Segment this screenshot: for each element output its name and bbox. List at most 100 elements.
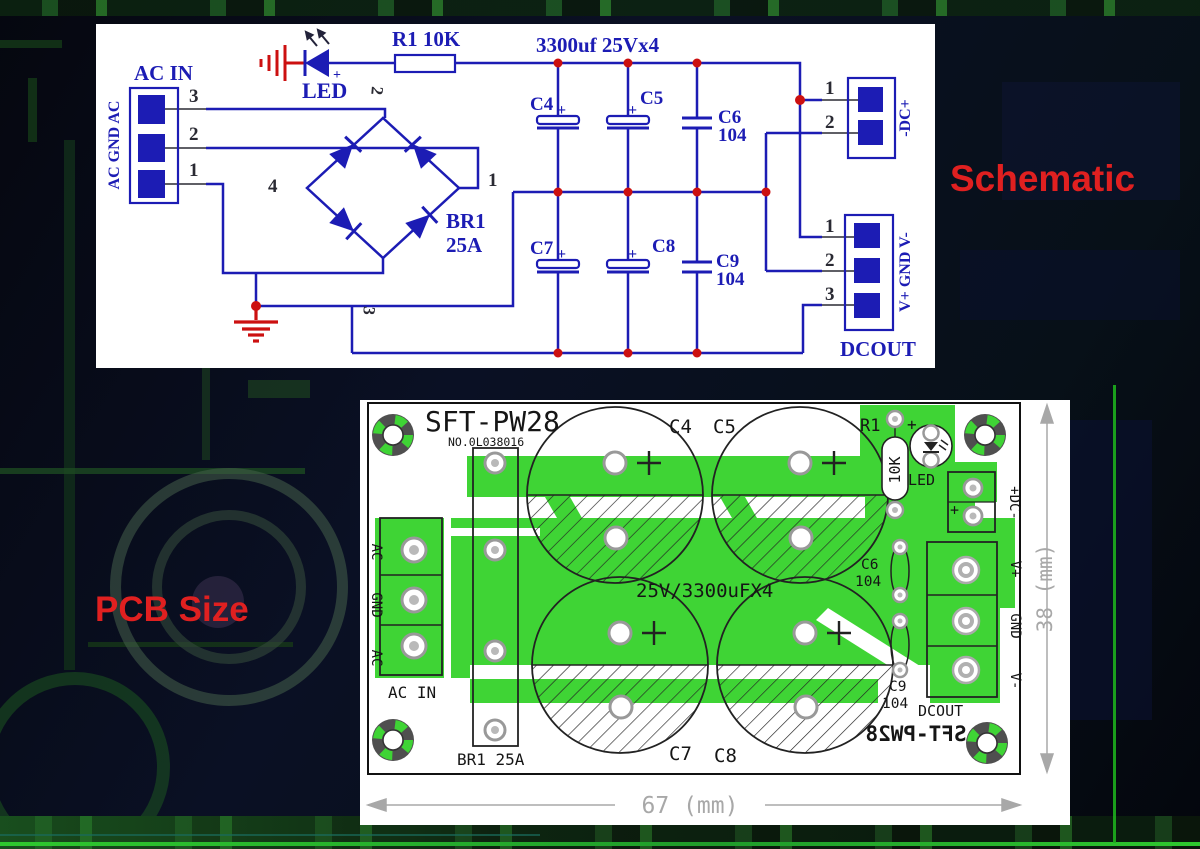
pcb-c6-value: 104 [855, 574, 881, 590]
bridge-pin1: 1 [488, 170, 498, 191]
pcb-c5-label: C5 [713, 416, 736, 438]
pcb-serial: NO.0L038016 [448, 435, 524, 449]
junction-dots [251, 58, 805, 358]
pcb-led [909, 424, 953, 469]
dim-height-label: 38 (mm) [1033, 544, 1057, 633]
ceramic-caps [890, 538, 910, 679]
ac-in-connector [128, 86, 180, 205]
schematic-drawing: AC IN AC GND AC 3 2 1 LED + R1 10K 3300u… [106, 27, 916, 361]
pcb-resistor [881, 409, 909, 520]
ac-pin3: 3 [189, 86, 199, 107]
ac-side-label: AC GND AC [106, 101, 123, 190]
led-triangle [305, 49, 329, 77]
bridge-diodes [329, 135, 439, 241]
cap-c6-label: C6 [718, 107, 741, 128]
dimension-lines [365, 402, 1055, 813]
dcout-connector [843, 213, 895, 332]
pcb-gnd-label: GND [368, 592, 384, 617]
pcb-dc-plus: + [950, 501, 959, 519]
mounting-holes [372, 414, 1008, 764]
capacitor-symbols [535, 114, 712, 274]
pcb-c4-label: C4 [669, 416, 692, 438]
ac-in-label: AC IN [134, 61, 193, 85]
bridge-pin3: 3 [359, 306, 379, 316]
pcb-size-caption: PCB Size [95, 590, 249, 629]
bg-trace [0, 40, 62, 48]
dcout-pin3: 3 [825, 284, 835, 305]
cap-c7-label: C7 [530, 238, 554, 259]
pcb-drawing: SFT-PW28 NO.0L038016 C4 C5 25V/3300uFX4 … [365, 402, 1057, 819]
dc-pin1: 1 [825, 78, 835, 99]
bg-panel-shadow [960, 250, 1180, 320]
pcb-led-plus: + [907, 415, 917, 434]
led-emission-arrows [304, 28, 330, 47]
bg-trace [88, 642, 293, 647]
ground-symbol-rotated [259, 45, 305, 81]
cap-c4-plus: + [557, 102, 566, 119]
dcout-pin1: 1 [825, 216, 835, 237]
pcb-caps-value: 25V/3300uFX4 [636, 580, 773, 602]
cap-c7-plus: + [557, 246, 566, 263]
led-indicator [259, 28, 330, 81]
dc-terminal [947, 471, 996, 533]
led-label: LED [302, 78, 347, 103]
dcout-side-label: V+ GND V- [897, 232, 914, 312]
dc-connector [846, 76, 897, 160]
pcb-led-label: LED [908, 471, 935, 489]
pcb-outgnd-label: GND [1007, 613, 1023, 638]
pcb-dc-label: +DC- [1006, 486, 1022, 520]
cap-c9-value: 104 [716, 269, 745, 290]
pcb-vplus-label: V+ [1007, 561, 1023, 578]
led-plus: + [333, 68, 341, 83]
pcb-panel: SFT-PW28 NO.0L038016 C4 C5 25V/3300uFX4 … [360, 400, 1070, 825]
bg-trace [28, 78, 37, 142]
ground-symbol [234, 306, 278, 343]
bridge-rectifier [305, 116, 461, 260]
pcb-r1-label: R1 [860, 416, 880, 436]
cap-c4-label: C4 [530, 94, 554, 115]
cap-c9-label: C9 [716, 251, 739, 272]
resistor-label: R1 10K [392, 27, 461, 51]
capacitor-pads [602, 450, 851, 720]
pcb-c9-label: C9 [889, 679, 906, 695]
cap-c5-label: C5 [640, 88, 663, 109]
bg-arc [152, 510, 306, 664]
pcb-ac-top-label: AC [368, 544, 384, 561]
dc-side-label: -DC+ [897, 99, 914, 137]
pcb-c9-value: 104 [882, 696, 908, 712]
bg-arc [110, 468, 348, 706]
pcb-title: SFT-PW28 [425, 405, 560, 438]
bg-green-line [0, 842, 1200, 846]
dcout-pin2: 2 [825, 250, 835, 271]
cap-c6-value: 104 [718, 125, 747, 146]
pcb-vminus-label: V- [1007, 673, 1023, 690]
pcb-ac-bottom-label: AC [368, 650, 384, 667]
schematic-panel: AC IN AC GND AC 3 2 1 LED + R1 10K 3300u… [96, 24, 935, 368]
ac-terminal [379, 517, 443, 676]
bg-teal-line [0, 834, 540, 836]
bg-circuit-strip-top [0, 0, 1200, 16]
bridge-name: BR1 [446, 209, 486, 233]
dim-width-label: 67 (mm) [642, 793, 739, 819]
schematic-caption: Schematic [950, 158, 1136, 199]
bridge-pin2: 2 [367, 86, 387, 96]
ac-pin2: 2 [189, 124, 199, 145]
bridge-pin4: 4 [268, 176, 278, 197]
bg-vertical-green-line [1113, 385, 1116, 843]
bg-trace [248, 380, 310, 398]
cap-c8-plus: + [628, 246, 637, 263]
dcout-label: DCOUT [840, 337, 916, 361]
dcout-terminal [926, 541, 998, 698]
bg-trace [64, 140, 75, 670]
pcb-c8-label: C8 [714, 745, 737, 767]
pcb-dcout-label: DCOUT [918, 702, 963, 720]
cap-c8-label: C8 [652, 236, 675, 257]
resistor-body [393, 53, 457, 74]
pcb-c7-label: C7 [669, 743, 692, 765]
dc-pin2: 2 [825, 112, 835, 133]
ac-pin1: 1 [189, 160, 199, 181]
pcb-c6-label: C6 [861, 557, 878, 573]
pcb-mirrored-title: SFT-PW28 [865, 722, 966, 746]
pcb-r1-value: 10K [886, 456, 904, 483]
bg-trace [0, 468, 305, 474]
